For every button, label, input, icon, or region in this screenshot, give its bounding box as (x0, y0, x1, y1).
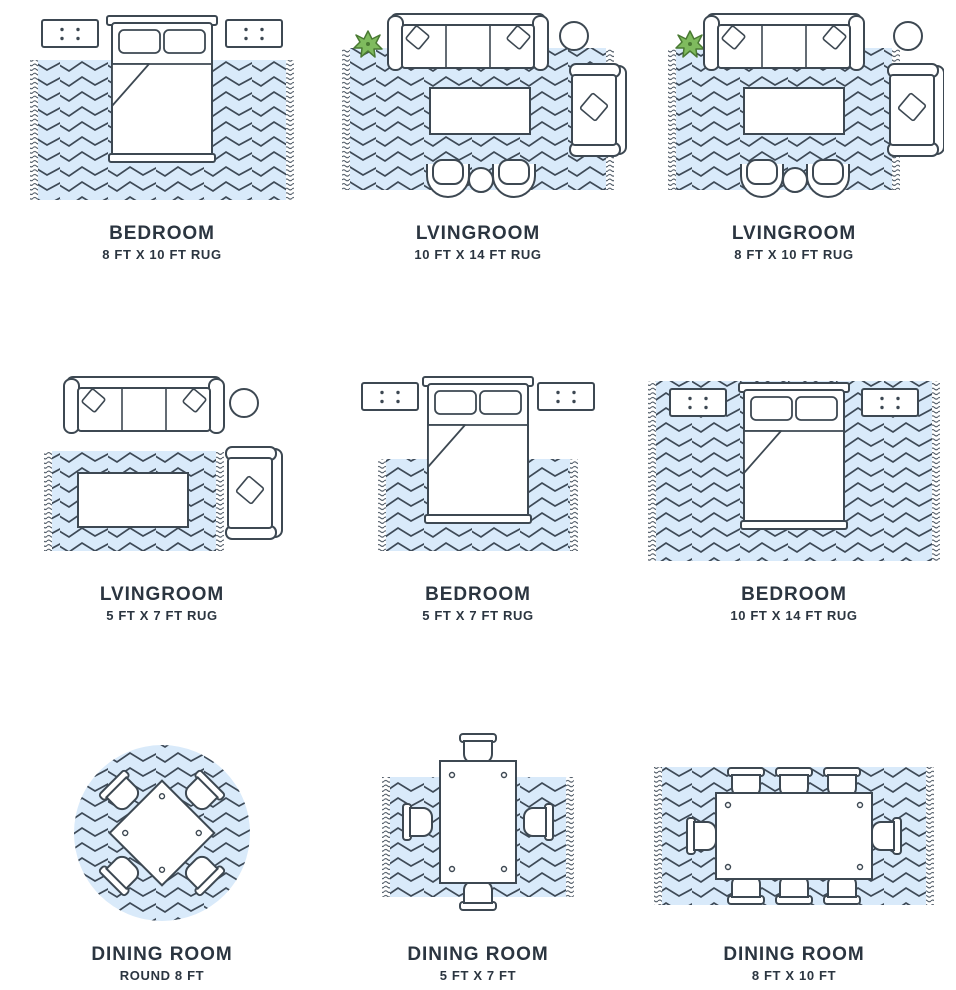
rug-fringe-left (30, 60, 38, 200)
sofa (387, 13, 549, 71)
dining-table (439, 760, 517, 885)
rug-fringe-left (378, 458, 386, 551)
bedroom-8x10-diagram (30, 15, 294, 200)
rug-size-label: 10 FT X 14 FT RUG (730, 607, 858, 623)
side-table (229, 387, 259, 418)
dining-chair-bottom (459, 880, 497, 912)
card-bedroom-5x7: BEDROOM 5 FT X 7 FT RUG (320, 373, 636, 630)
room-label: DINING ROOM (407, 944, 549, 966)
livingroom-8x10-diagram (668, 13, 944, 198)
dining-5x7-diagram (382, 733, 574, 912)
dining-table (715, 792, 873, 881)
side-table (893, 21, 923, 51)
sofa (63, 375, 225, 434)
barrel-chair-right (492, 159, 536, 198)
rug-size-label: 8 FT X 10 FT RUG (734, 247, 854, 262)
barrel-chair-left (740, 159, 784, 198)
square-dining-table (108, 779, 216, 888)
coffee-table (743, 87, 845, 135)
sofa (703, 13, 865, 71)
ottoman (782, 167, 808, 193)
dining-chair-right (523, 803, 554, 842)
rug-fringe-right (570, 458, 578, 551)
rug (378, 458, 578, 551)
card-bedroom-8x10: BEDROOM 8 FT X 10 FT RUG (4, 12, 320, 269)
room-label: DINING ROOM (723, 944, 865, 966)
room-label: BEDROOM (425, 583, 531, 605)
card-dining-8x10: DINING ROOM 8 FT X 10 FT (636, 733, 952, 990)
room-label: LVINGROOM (731, 223, 857, 244)
room-label: BEDROOM (741, 583, 847, 605)
side-table (559, 21, 589, 51)
room-label: LVINGROOM (415, 223, 541, 244)
nightstand-left (41, 19, 99, 48)
dining-8x10-diagram (654, 767, 934, 906)
bed (738, 381, 850, 530)
barrel-chair-right (806, 159, 850, 198)
nightstand-right (225, 19, 283, 48)
bedroom-10x14-diagram (648, 380, 940, 561)
card-bedroom-10x14: BEDROOM 10 FT X 14 FT RUG (636, 373, 952, 630)
dining-chair-left (402, 803, 433, 842)
bed (422, 375, 534, 524)
rug-fringe-right (566, 777, 574, 898)
rug-fringe-right (286, 60, 294, 200)
rug-fringe-left (342, 48, 350, 190)
rug-size-label: 5 FT X 7 FT RUG (106, 607, 218, 623)
livingroom-10x14-diagram (342, 13, 627, 198)
rug-size-label: ROUND 8 FT (119, 968, 205, 984)
coffee-table (429, 87, 531, 135)
rug-size-label: 5 FT X 7 FT (439, 968, 517, 984)
room-label: LVINGROOM (99, 583, 225, 605)
bed (106, 15, 218, 163)
rug-fringe-left (382, 777, 390, 898)
rug-fringe-left (648, 380, 656, 561)
rug-fringe-right (926, 767, 934, 906)
nightstand-right (861, 387, 919, 417)
armchair (225, 445, 283, 540)
rug-fringe-left (654, 767, 662, 906)
rug-size-label: 8 FT X 10 FT (751, 968, 837, 984)
room-label: BEDROOM (109, 223, 215, 244)
rug-fringe-right (216, 450, 224, 551)
card-livingroom-5x7: LVINGROOM 5 FT X 7 FT RUG (4, 373, 320, 630)
dining-round-8-diagram (74, 745, 250, 922)
card-dining-round-8: DINING ROOM ROUND 8 FT (4, 733, 320, 990)
rug-size-label: 10 FT X 14 FT RUG (414, 247, 542, 262)
bedroom-5x7-diagram (361, 375, 595, 551)
nightstand-right (537, 381, 595, 411)
coffee-table (77, 471, 189, 528)
dining-chair-left (686, 817, 717, 856)
nightstand-left (669, 387, 727, 417)
card-livingroom-8x10: LVINGROOM 8 FT X 10 FT RUG (636, 12, 952, 269)
rug-fringe-left (44, 450, 52, 551)
room-label: DINING ROOM (91, 944, 233, 966)
nightstand-left (361, 381, 419, 411)
rug-fringe-right (932, 380, 940, 561)
card-livingroom-10x14: LVINGROOM 10 FT X 14 FT RUG (320, 12, 636, 269)
dining-chair-right (871, 817, 902, 856)
barrel-chair-left (426, 159, 470, 198)
livingroom-5x7-diagram (44, 375, 283, 551)
armchair (569, 63, 627, 157)
dining-chair-top (459, 733, 497, 765)
armchair (887, 63, 944, 157)
rug-size-label: 8 FT X 10 FT RUG (102, 247, 222, 262)
ottoman (468, 167, 494, 193)
rug-size-label: 5 FT X 7 FT RUG (422, 607, 534, 623)
card-dining-5x7: DINING ROOM 5 FT X 7 FT (320, 733, 636, 990)
rug-fringe-left (668, 48, 676, 190)
